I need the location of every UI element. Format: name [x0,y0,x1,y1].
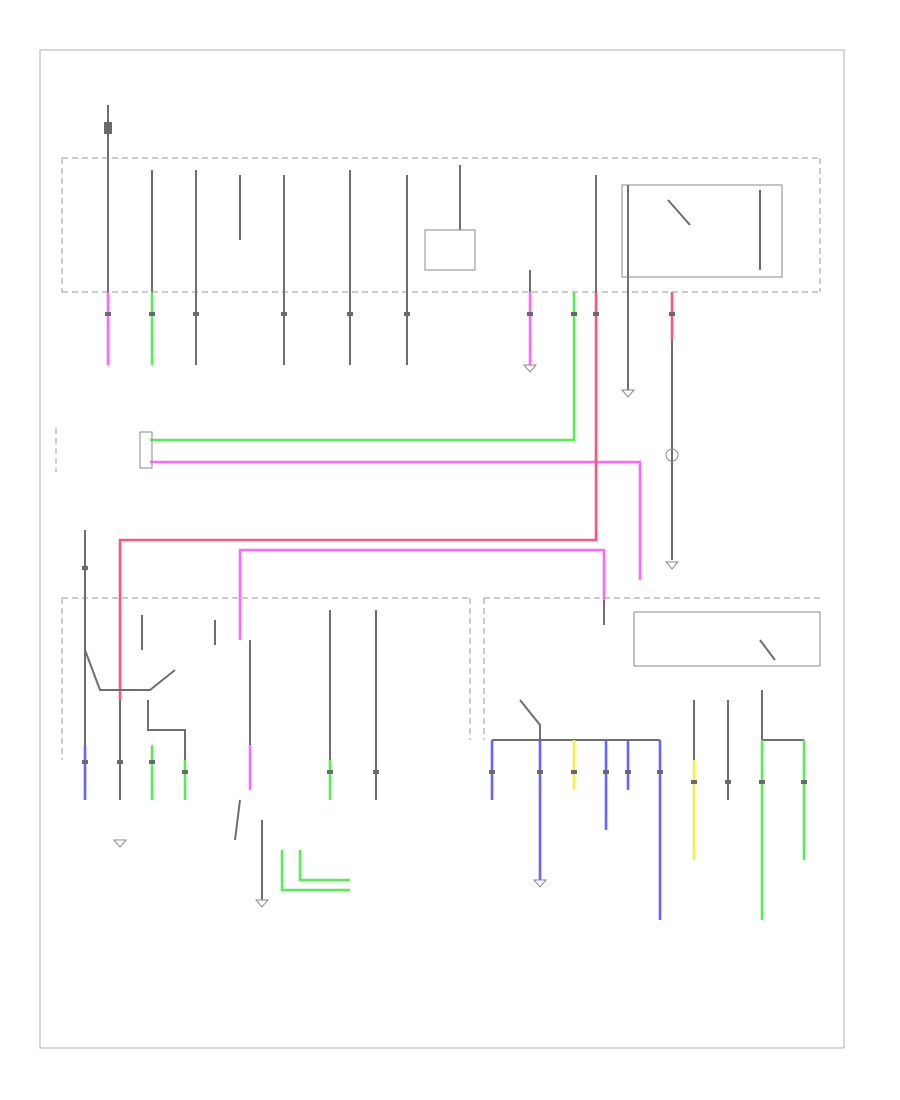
lower-right-drops [490,740,806,920]
lower-left-fuses [84,610,377,908]
diagram-frame [39,49,845,1049]
lower-right-block [483,597,821,740]
top-connectors [105,312,675,316]
top-fuse-row [107,160,783,340]
right-connector-chain [664,340,680,570]
lower-junction-block [61,597,471,760]
lower-left-drops [83,700,377,892]
mid-horizontal-wires [55,340,642,580]
top-power-source [104,105,112,160]
top-junction-block [61,157,821,293]
lower-connectors [82,760,807,784]
lower-feed-wires [118,340,606,700]
lower-right-bus [492,690,804,760]
top-drop-wires [106,292,674,398]
